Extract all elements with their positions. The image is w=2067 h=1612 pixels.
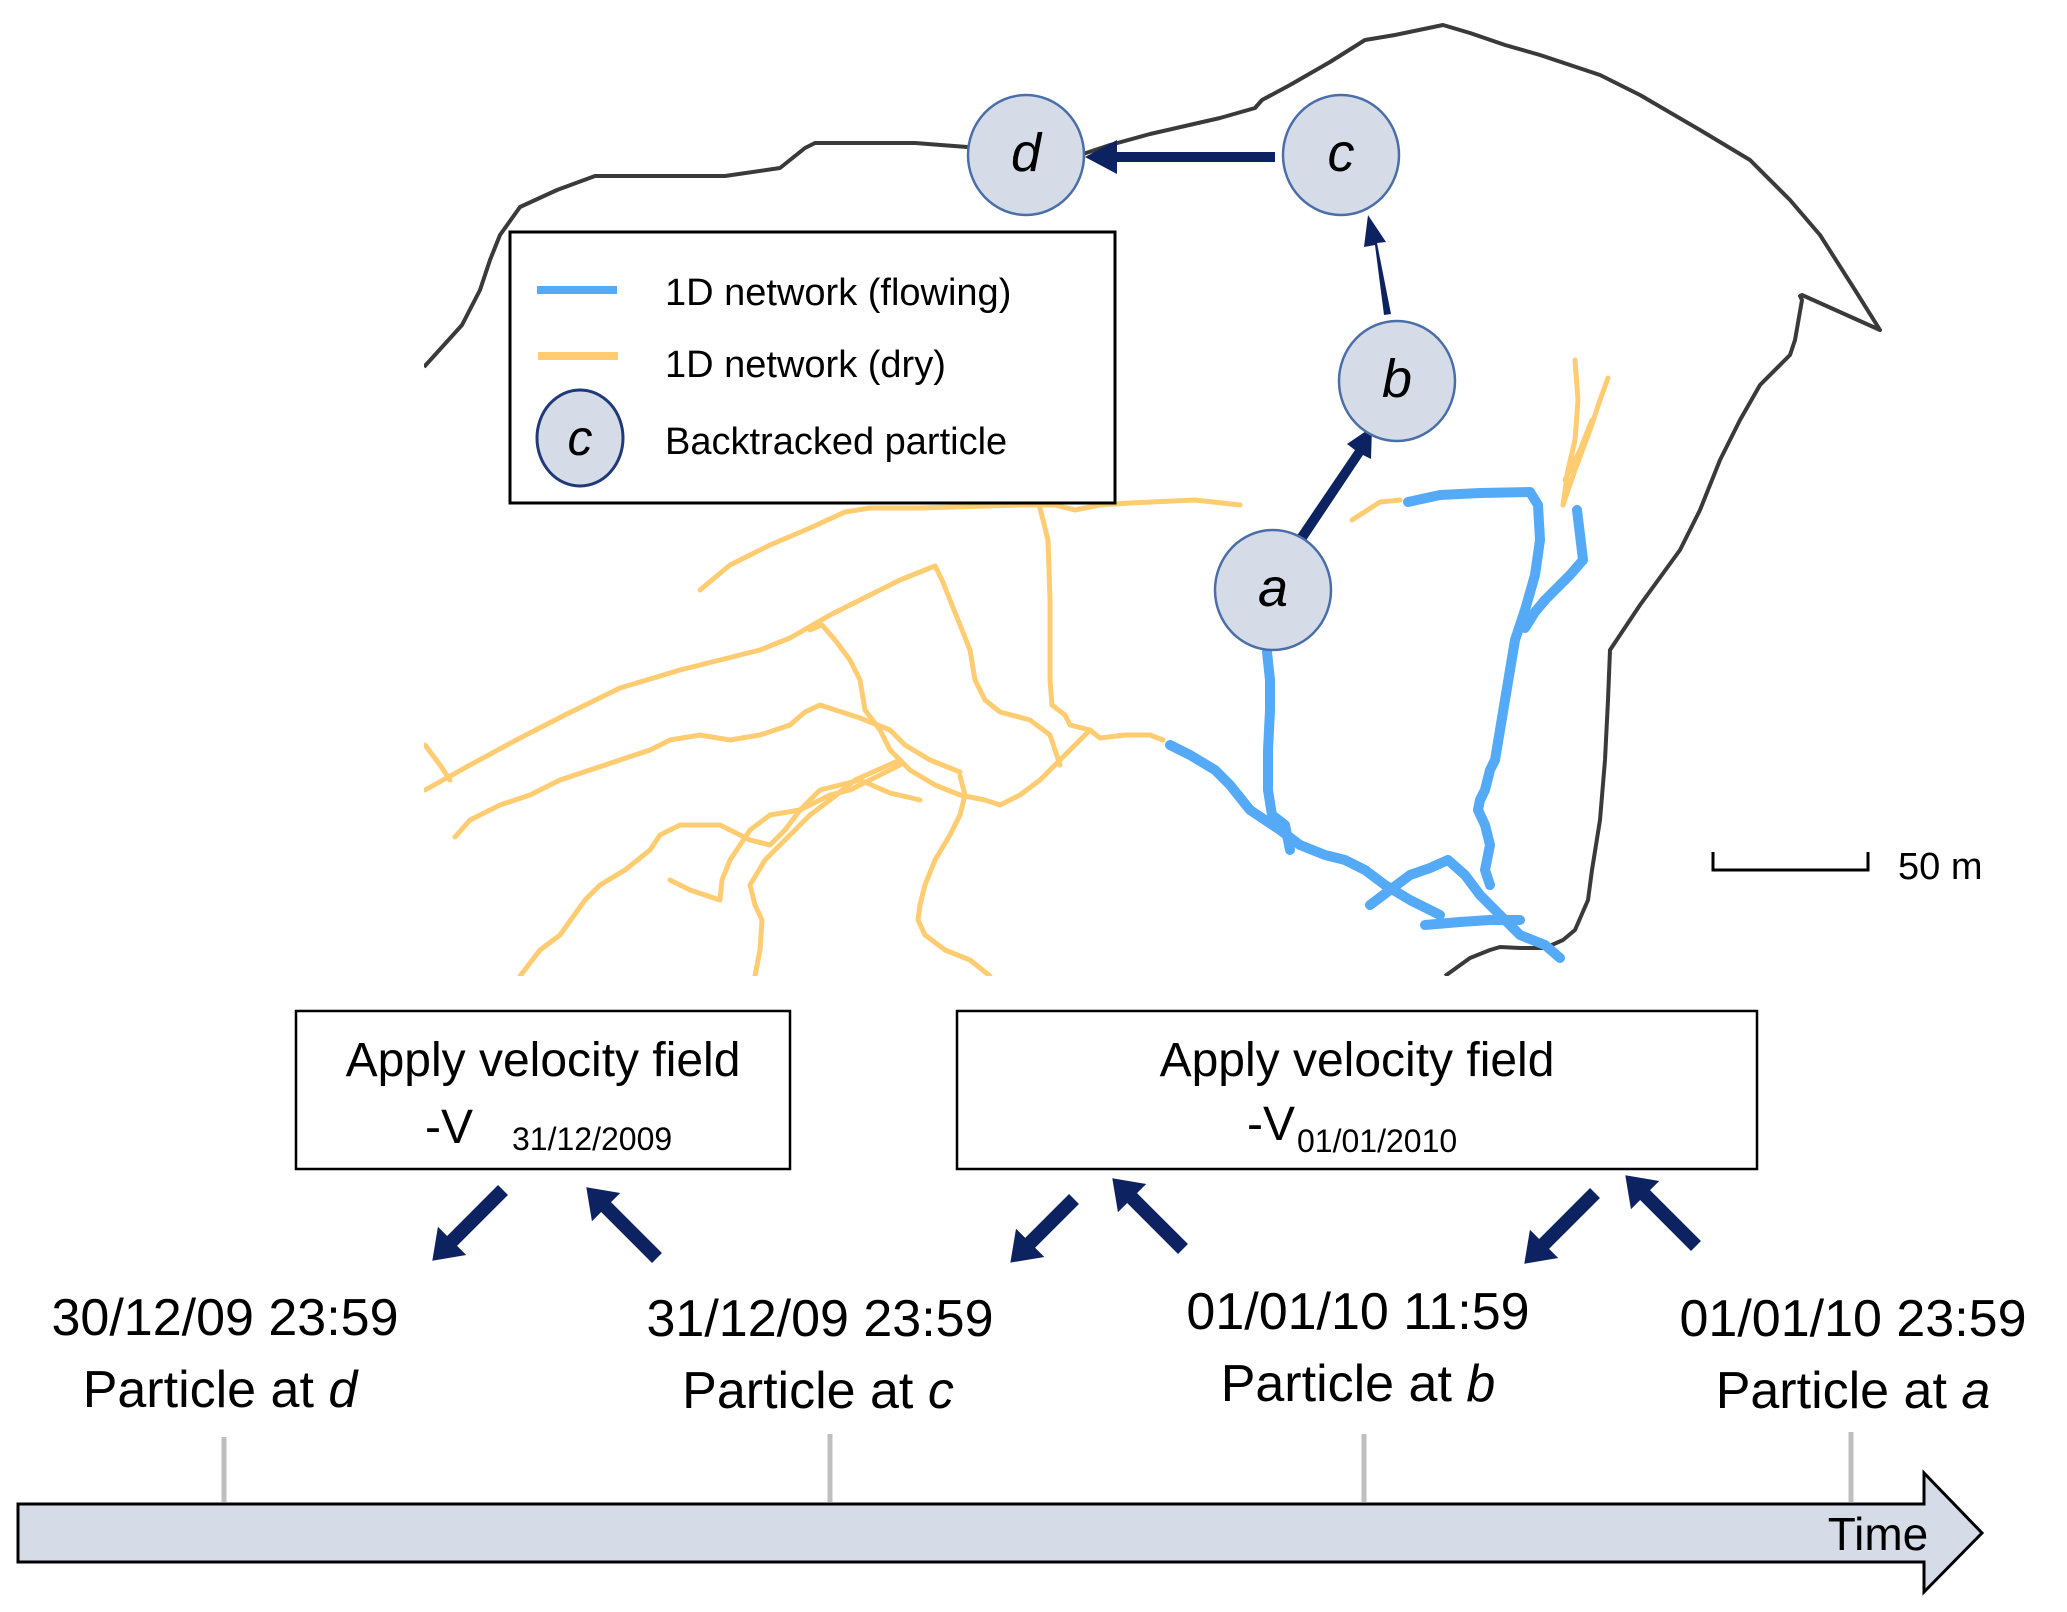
arrow-a-to-b-icon [1296,427,1372,542]
particle-c-label: c [1328,123,1355,183]
arrow-c-to-d-icon [1085,140,1275,174]
velocity-box-2-title: Apply velocity field [1160,1034,1555,1087]
particle-d-label: d [1011,123,1043,183]
particle-a-label: a [1258,558,1288,618]
catchment-boundary-east [1079,23,1882,976]
scale-bar: 50 m [1711,846,1982,888]
scale-bar-line [1711,852,1870,872]
scale-bar-label: 50 m [1898,846,1982,888]
event-c-text: Particle at c [682,1362,954,1420]
dry-stream [1562,417,1595,483]
flowing-stream [1420,915,1525,930]
arrow-a-to-box2-icon [1625,1175,1701,1251]
time-axis-label: Time [1828,1508,1929,1560]
legend-particle-label: Backtracked particle [665,421,1007,463]
dry-stream [452,702,963,840]
dry-stream [747,757,903,976]
event-c-datetime: 31/12/09 23:59 [647,1290,994,1348]
legend-dry-label: 1D network (dry) [665,344,946,386]
event-d-datetime: 30/12/09 23:59 [52,1289,399,1347]
dry-stream [424,742,453,783]
dry-stream [932,563,1063,768]
time-axis: Time [16,1469,1985,1596]
timeline-arrows [432,1175,1701,1264]
arrow-box2-to-c-icon [1010,1194,1079,1263]
dry-stream [667,762,903,903]
event-d-text: Particle at d [83,1361,360,1419]
event-b-text: Particle at b [1221,1355,1496,1413]
velocity-box-2: Apply velocity field -V 01/01/2010 [955,1009,1759,1171]
velocity-box-1-title: Apply velocity field [346,1034,741,1087]
flowing-network [1165,487,1588,963]
event-a: 01/01/10 23:59 Particle at a [1680,1290,2027,1420]
flowing-stream [1262,647,1295,855]
event-a-datetime: 01/01/10 23:59 [1680,1290,2027,1348]
particle-d: d [966,93,1086,217]
legend-flowing-label: 1D network (flowing) [665,272,1011,314]
event-c: 31/12/09 23:59 Particle at c [647,1290,994,1420]
arrow-box2-to-b-icon [1524,1188,1600,1264]
particle-c: c [1281,93,1401,217]
particle-a: a [1213,528,1333,652]
timeline-events: 30/12/09 23:59 Particle at d 31/12/09 23… [52,1283,2027,1420]
velocity-box-2-prefix: -V [1247,1098,1295,1151]
arrow-c-to-box1-icon [586,1187,662,1263]
flowing-stream [1520,505,1588,633]
flowing-stream [1365,855,1453,910]
arrow-b-to-box2-icon [1112,1178,1188,1254]
velocity-box-1-prefix: -V [425,1101,473,1154]
map-path-arrows [1085,140,1391,542]
legend-particle-icon [535,388,625,488]
particle-markers: d c b a [966,93,1457,652]
time-axis-arrow [16,1469,1985,1596]
dry-stream [517,777,923,976]
dry-stream [915,773,993,976]
flowing-stream [1165,740,1445,920]
flowing-stream [1403,487,1545,890]
catchment-boundary [424,141,976,369]
legend-particle-symbol: c [568,410,593,466]
event-a-text: Particle at a [1716,1362,1991,1420]
flowing-stream [1443,855,1565,963]
arrow-box1-to-d-icon [432,1185,508,1261]
event-b: 01/01/10 11:59 Particle at b [1186,1283,1529,1413]
dry-stream [697,497,1243,593]
particle-b-label: b [1382,349,1412,409]
velocity-box-1-subscript: 31/12/2009 [512,1121,672,1157]
dry-stream [1349,497,1403,523]
arrow-b-to-c-icon [1364,215,1391,315]
velocity-box-1: Apply velocity field -V 31/12/2009 [294,1009,792,1171]
dry-stream [424,563,938,793]
catchment-map [424,23,1882,976]
dry-stream [807,622,1003,808]
event-b-datetime: 01/01/10 11:59 [1186,1283,1529,1341]
event-d: 30/12/09 23:59 Particle at d [52,1289,399,1419]
dry-stream [1037,505,1166,743]
velocity-box-2-subscript: 01/01/2010 [1297,1123,1457,1159]
timeline-ticks [221,1432,1854,1502]
particle-b: b [1337,319,1457,443]
map-legend: 1D network (flowing) 1D network (dry) c … [508,230,1117,505]
dry-stream [997,727,1093,808]
dry-network [424,357,1611,976]
